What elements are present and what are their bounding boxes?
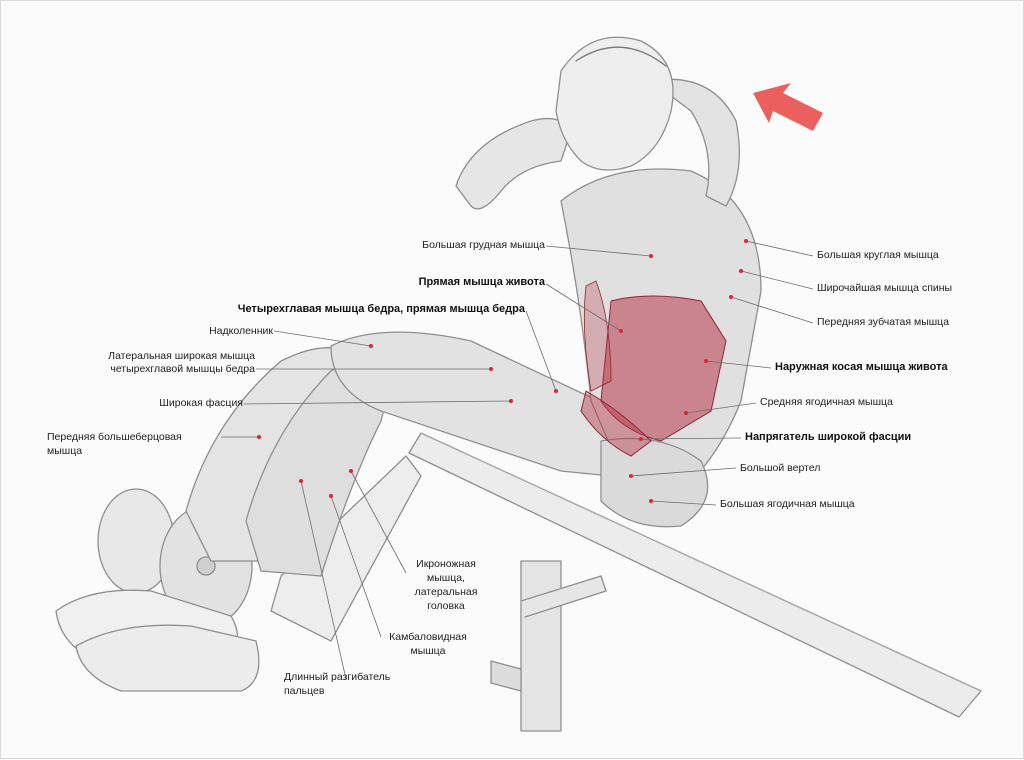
- label-serratus-anterior: Передняя зубчатая мышца: [817, 316, 950, 328]
- label-vastus-lateralis: Латеральная широкая мышца: [108, 350, 255, 362]
- arm-right: [650, 78, 740, 207]
- label-gastrocnemius-4: головка: [427, 600, 465, 612]
- bench-knob: [490, 660, 522, 692]
- head: [555, 36, 674, 171]
- label-soleus: Камбаловидная: [389, 631, 467, 643]
- leader-lines: [221, 239, 814, 680]
- external-oblique-highlight: [600, 295, 727, 442]
- label-extensor-digitorum: Длинный разгибатель: [284, 671, 391, 683]
- label-gastrocnemius-2: мышца,: [427, 572, 465, 584]
- hip: [600, 437, 709, 528]
- label-fascia-lata: Широкая фасция: [159, 397, 243, 409]
- label-tibialis-anterior: Передняя большеберцовая: [47, 431, 182, 443]
- tensor-fasciae-highlight: [580, 390, 652, 457]
- rectus-abdominis-highlight: [583, 280, 612, 392]
- label-patella: Надколенник: [209, 325, 273, 337]
- label-tensor-fasciae-latae: Напрягатель широкой фасции: [745, 431, 912, 443]
- bench-post: [520, 560, 562, 732]
- label-rectus-abdominis: Прямая мышца живота: [418, 276, 545, 288]
- label-external-oblique: Наружная косая мышца живота: [775, 361, 948, 373]
- arrow-icon: [753, 83, 823, 131]
- label-gastrocnemius: Икроножная: [416, 558, 476, 570]
- label-teres-major: Большая круглая мышца: [817, 249, 939, 261]
- label-quadriceps: Четырехглавая мышца бедра, прямая мышца …: [237, 303, 525, 315]
- label-extensor-digitorum-2: пальцев: [284, 685, 325, 697]
- label-gastrocnemius-3: латеральная: [414, 586, 478, 598]
- label-soleus-2: мышца: [410, 645, 446, 657]
- label-gluteus-medius: Средняя ягодичная мышца: [760, 396, 893, 408]
- arm-left: [455, 117, 572, 210]
- shoe-front: [75, 624, 260, 692]
- label-gluteus-maximus: Большая ягодичная мышца: [720, 498, 855, 510]
- label-tibialis-anterior-2: мышца: [47, 445, 83, 457]
- label-pectoralis-major: Большая грудная мышца: [422, 239, 545, 251]
- label-vastus-lateralis-2: четырехглавой мышцы бедра: [110, 363, 255, 375]
- highlighted-muscles: [580, 280, 727, 457]
- label-latissimus-dorsi: Широчайшая мышца спины: [817, 282, 953, 294]
- label-greater-trochanter: Большой вертел: [740, 462, 821, 474]
